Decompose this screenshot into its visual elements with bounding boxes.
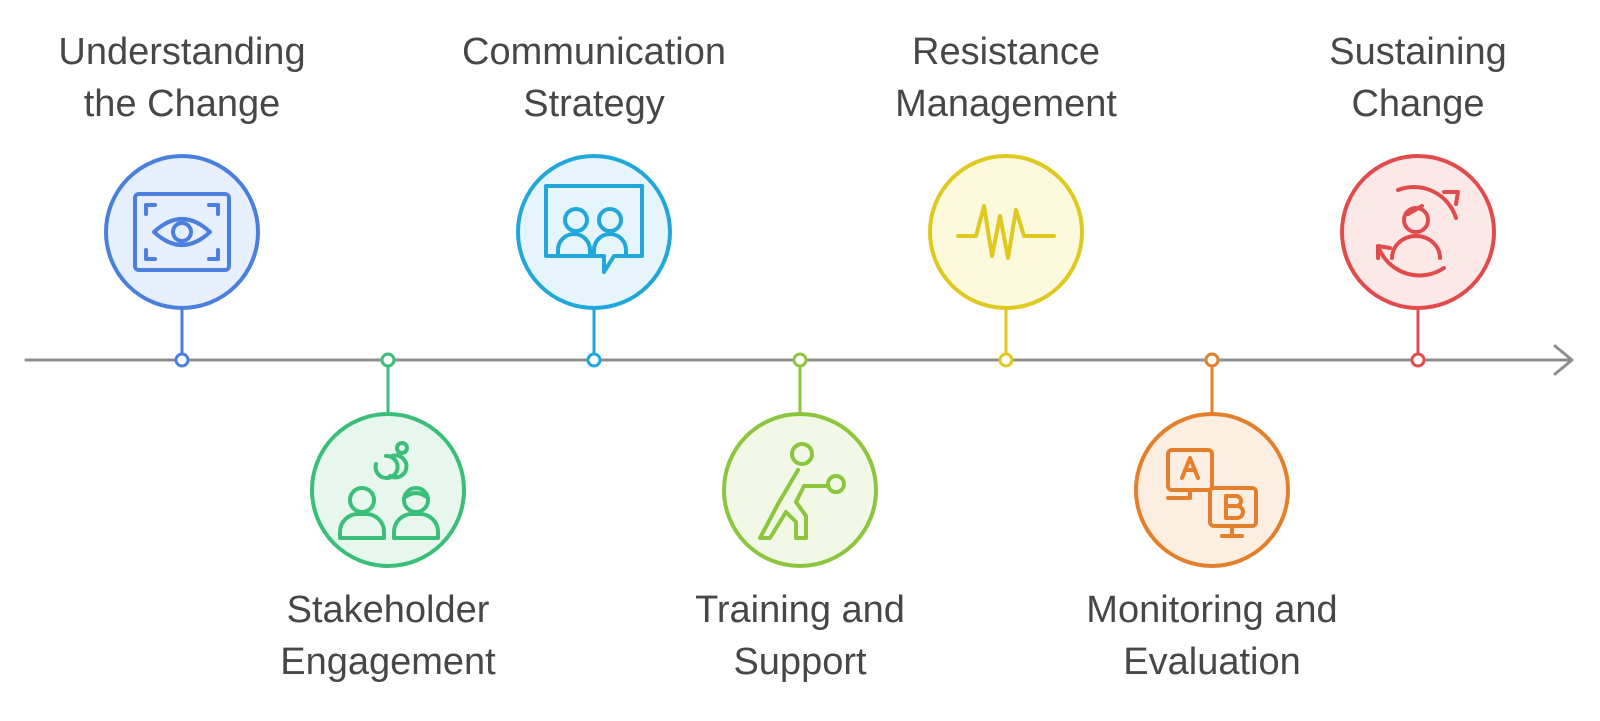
stage-circle bbox=[104, 154, 260, 310]
stage-marker-dot bbox=[1410, 352, 1426, 368]
stage-marker-dot bbox=[586, 352, 602, 368]
chat-people-icon bbox=[544, 184, 644, 274]
stage-label-line: Strategy bbox=[523, 83, 665, 125]
timeline-stage bbox=[516, 154, 672, 368]
stage-label-line: Engagement bbox=[280, 641, 496, 683]
timeline-stage bbox=[1134, 352, 1290, 568]
stage-label-line: Evaluation bbox=[1123, 641, 1301, 683]
timeline-arrowhead bbox=[1553, 344, 1574, 376]
stage-label-line: Change bbox=[1351, 83, 1485, 125]
stage-label-line: Training and bbox=[695, 589, 905, 631]
stage-circle bbox=[310, 412, 466, 568]
stage-label-line: Understanding bbox=[58, 31, 306, 73]
ab-test-icon bbox=[1166, 448, 1258, 538]
stage-label-line: Sustaining bbox=[1329, 31, 1507, 73]
stage-marker-dot bbox=[792, 352, 808, 368]
stage-label-line: Support bbox=[733, 641, 867, 683]
timeline-stage bbox=[928, 154, 1084, 368]
stage-label-line: Stakeholder bbox=[286, 589, 490, 631]
stage-marker-dot bbox=[1204, 352, 1220, 368]
stage-label-line: the Change bbox=[83, 83, 281, 125]
stage-circle bbox=[516, 154, 672, 310]
stage-label-line: Monitoring and bbox=[1086, 589, 1338, 631]
eye-icon bbox=[133, 192, 231, 272]
stage-marker-dot bbox=[998, 352, 1014, 368]
timeline-stage bbox=[1340, 154, 1496, 368]
cycle-person-icon bbox=[1376, 185, 1460, 278]
timeline-stage bbox=[722, 352, 878, 568]
stage-label-line: Communication bbox=[462, 31, 726, 73]
timeline-stage bbox=[104, 154, 260, 368]
stage-circle bbox=[928, 154, 1084, 310]
stage-label: Understanding the Change bbox=[2, 26, 362, 130]
stage-marker-dot bbox=[380, 352, 396, 368]
timeline-stage bbox=[310, 352, 466, 568]
pulse-icon bbox=[956, 204, 1056, 260]
people-link-icon bbox=[338, 441, 440, 540]
stage-label-line: Management bbox=[895, 83, 1117, 125]
stage-label-line: Resistance bbox=[912, 31, 1100, 73]
training-icon bbox=[758, 442, 846, 540]
stage-marker-dot bbox=[174, 352, 190, 368]
